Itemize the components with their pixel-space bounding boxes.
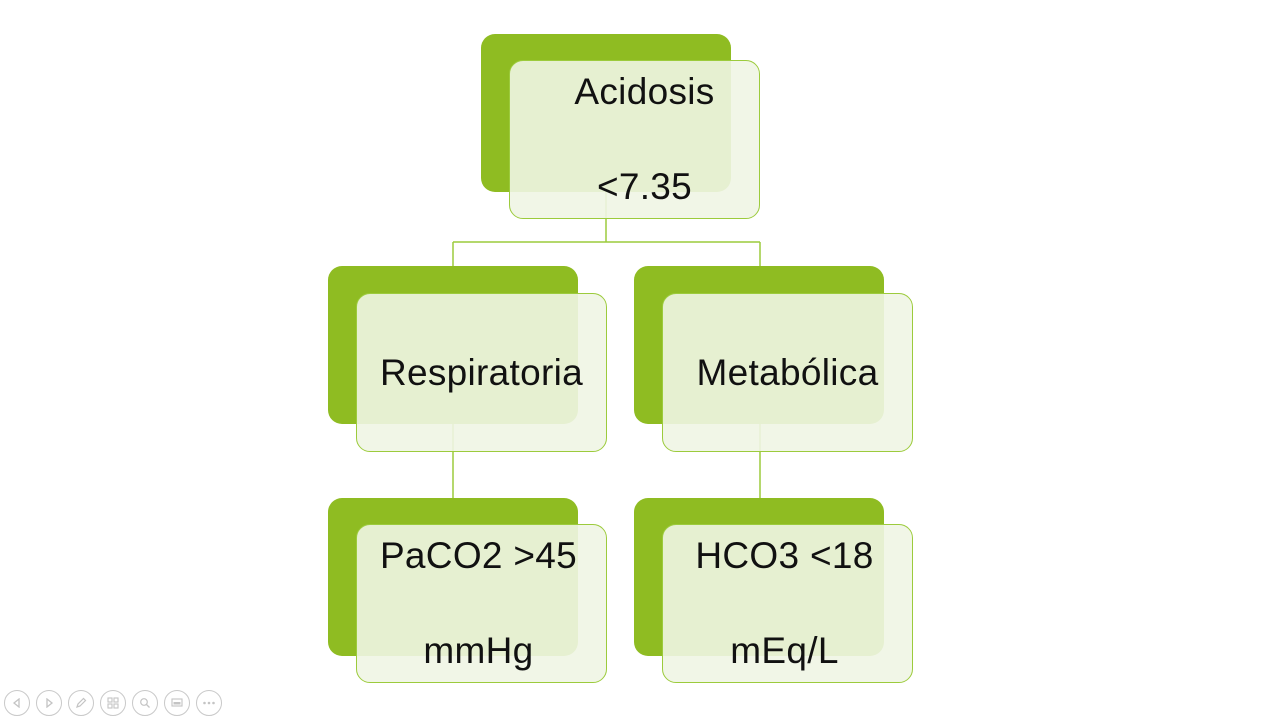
hco3-node-unit: mEq/L	[730, 630, 839, 672]
paco2-node: PaCO2 >45 mmHg	[356, 524, 607, 683]
root-node: Acidosis <7.35	[509, 60, 760, 219]
paco2-node-unit: mmHg	[423, 630, 534, 672]
pen-icon[interactable]	[68, 690, 94, 716]
slides-grid-icon[interactable]	[100, 690, 126, 716]
screen-icon[interactable]	[164, 690, 190, 716]
slideshow-toolbar	[4, 690, 222, 716]
root-node-threshold: <7.35	[596, 166, 693, 208]
root-node-title: Acidosis	[574, 71, 715, 113]
metabolic-node: Metabólica	[662, 293, 913, 452]
respiratory-node: Respiratoria	[356, 293, 607, 452]
more-icon[interactable]	[196, 690, 222, 716]
previous-icon[interactable]	[4, 690, 30, 716]
paco2-node-value: PaCO2 >45	[379, 535, 578, 577]
respiratory-node-title: Respiratoria	[379, 351, 584, 393]
hco3-node-value: HCO3 <18	[695, 535, 874, 577]
next-icon[interactable]	[36, 690, 62, 716]
zoom-icon[interactable]	[132, 690, 158, 716]
metabolic-node-title: Metabólica	[696, 351, 879, 393]
hco3-node: HCO3 <18 mEq/L	[662, 524, 913, 683]
